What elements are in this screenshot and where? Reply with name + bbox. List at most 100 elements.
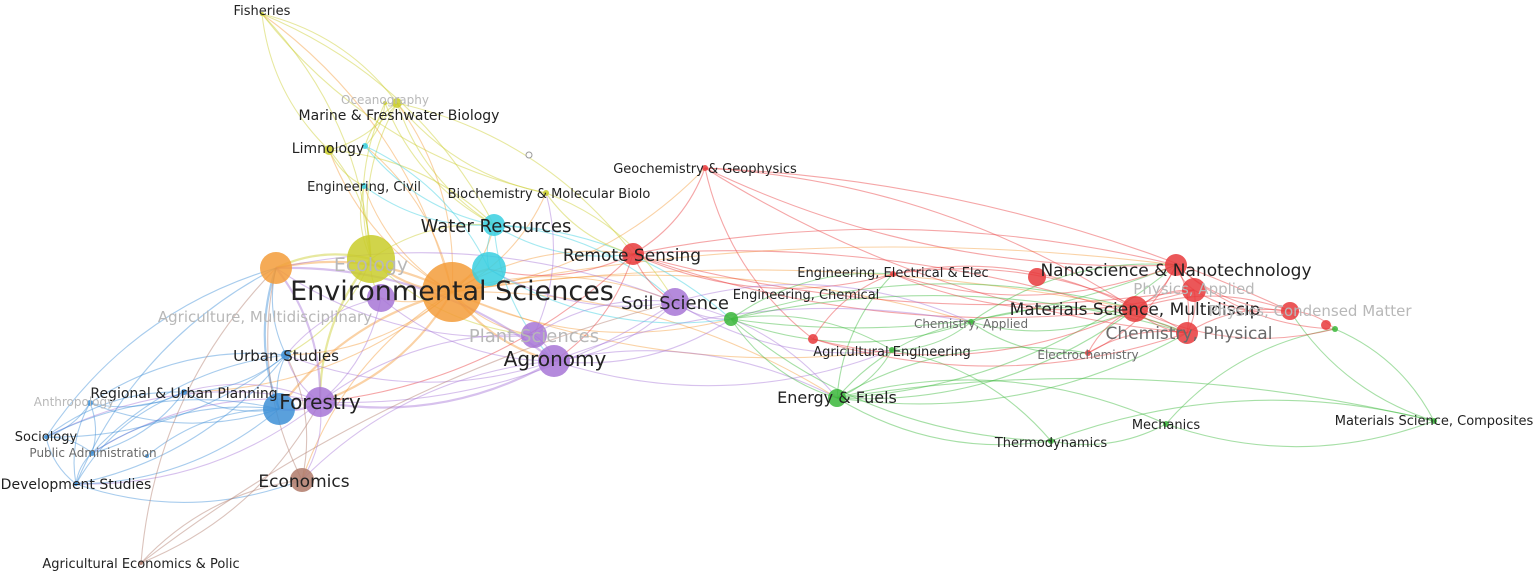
node-public-administration[interactable]	[89, 450, 95, 456]
edge-environmental-sciences-economics	[301, 291, 453, 481]
edge-meteorology-geosciences	[364, 145, 490, 270]
edge-thermodynamics-materials-science-composites	[1050, 399, 1435, 442]
edge-mechanics-materials-science-composites	[1165, 420, 1435, 448]
label-agronomy: Agronomy	[504, 347, 607, 371]
edge-remote-sensing-engineering-electrical	[632, 253, 894, 289]
node-engineering-chemical[interactable]	[724, 312, 738, 326]
node-environmental-sciences[interactable]	[422, 262, 482, 322]
edge-water-resources-meteorology	[364, 145, 495, 226]
edge-oceanography-water-resources	[384, 102, 495, 226]
edge-anthropology-development-studies	[73, 402, 91, 485]
node-materials-science-composites[interactable]	[1431, 418, 1437, 424]
node-engineering-civil[interactable]	[361, 183, 367, 189]
node-biodiversity[interactable]	[367, 284, 395, 312]
node-sociology[interactable]	[44, 435, 48, 439]
node-engineering-electrical[interactable]	[890, 271, 896, 277]
node-agricultural-engineering[interactable]	[889, 347, 895, 353]
label-geochemistry-geophysics: Geochemistry & Geophysics	[613, 162, 797, 177]
node-marine-freshwater-biology[interactable]	[392, 98, 402, 108]
node-agronomy[interactable]	[538, 345, 570, 377]
node-oceanography[interactable]	[383, 101, 387, 105]
edge-economics-agricultural-economics-policy	[140, 479, 303, 564]
node-geography[interactable]	[263, 393, 295, 425]
node-remote-sensing[interactable]	[622, 243, 644, 265]
label-development-studies: Development Studies	[1, 477, 152, 493]
node-water-resources[interactable]	[483, 214, 505, 236]
node-economics[interactable]	[290, 468, 314, 492]
node-geosciences[interactable]	[472, 252, 506, 286]
node-biochemistry-molecular-biology[interactable]	[543, 190, 549, 196]
edge-water-resources-engineering-civil	[363, 185, 495, 226]
edge-soil-science-agricultural-engineering	[674, 301, 893, 354]
label-economics: Economics	[258, 472, 349, 492]
node-chemistry-physical[interactable]	[1176, 322, 1198, 344]
label-mechanics: Mechanics	[1132, 418, 1201, 433]
edge-geochemistry-geophysics-materials-science-multidisciplinary	[704, 167, 1136, 310]
node-urban-studies[interactable]	[281, 350, 291, 360]
edge-agronomy-agricultural-engineering	[553, 349, 893, 387]
node-agricultural-economics-policy[interactable]	[139, 561, 143, 565]
node-fisheries[interactable]	[260, 12, 264, 16]
edge-environmental-sciences-geochemistry-geophysics	[451, 167, 706, 293]
edge-remote-sensing-physics-applied	[632, 253, 1195, 306]
node-soil-science[interactable]	[661, 288, 689, 316]
edge-urban-studies-development-studies	[75, 354, 287, 485]
label-engineering-civil: Engineering, Civil	[307, 180, 421, 195]
node-thermodynamics[interactable]	[1048, 438, 1054, 444]
label-chemistry-applied: Chemistry, Applied	[914, 317, 1028, 331]
node-ecology[interactable]	[347, 235, 395, 283]
edge-geography-public-administration	[91, 406, 280, 454]
edge-remote-sensing-geosciences	[488, 253, 634, 277]
label-physics-applied: Physics, Applied	[1133, 280, 1254, 298]
edge-energy-fuels-thermodynamics	[836, 397, 1052, 446]
edge-forestry-agriculture-multidisciplinary	[275, 267, 322, 403]
edge-agronomy-chemistry-applied	[553, 307, 972, 362]
node-electrochemistry[interactable]	[1085, 350, 1091, 356]
node-red-small-a[interactable]	[808, 334, 818, 344]
edge-limnology-water-resources	[328, 149, 495, 226]
edge-chemistry-applied-electrochemistry	[970, 321, 1089, 355]
node-green-small-a[interactable]	[145, 454, 149, 458]
edge-fisheries-biochemistry-molecular-biology	[261, 13, 547, 194]
node-materials-science-multidisciplinary[interactable]	[1122, 296, 1148, 322]
edge-red-small-a-chemistry-physical	[812, 332, 1188, 367]
node-agriculture-multidisciplinary[interactable]	[260, 252, 292, 284]
node-physics-condensed-matter[interactable]	[1281, 302, 1299, 320]
edge-biochemistry-molecular-biology-remote-sensing	[545, 192, 634, 255]
node-anthropology[interactable]	[87, 400, 93, 406]
nodes-layer	[44, 12, 1437, 565]
edge-soil-science-forestry	[319, 301, 676, 404]
node-mechanics[interactable]	[1163, 421, 1169, 427]
label-ecology: Ecology	[334, 254, 408, 276]
node-forestry[interactable]	[305, 387, 335, 417]
node-energy-fuels[interactable]	[828, 389, 846, 407]
node-geochemistry-geophysics[interactable]	[702, 165, 708, 171]
node-isolated[interactable]	[525, 151, 533, 159]
edge-mechanics-green-small-b	[1165, 328, 1336, 425]
node-red-extra-0[interactable]	[1028, 268, 1046, 286]
node-regional-urban-planning[interactable]	[181, 389, 187, 395]
node-development-studies[interactable]	[74, 482, 78, 486]
edge-engineering-chemical-chemistry-applied	[730, 318, 972, 343]
edge-regional-urban-planning-public-administration	[91, 391, 185, 454]
edge-energy-fuels-chemistry-physical	[836, 332, 1188, 405]
node-meteorology[interactable]	[362, 143, 368, 149]
node-nanoscience-nanotechnology[interactable]	[1165, 254, 1187, 276]
edge-remote-sensing-materials-science-multidisciplinary	[632, 253, 1136, 319]
node-chemistry-applied[interactable]	[968, 319, 974, 325]
node-physics-applied[interactable]	[1182, 278, 1206, 302]
edge-public-administration-development-studies	[75, 452, 93, 485]
edge-urban-studies-anthropology	[89, 352, 287, 404]
edge-engineering-chemical-nanoscience-nanotechnology	[730, 264, 1177, 329]
edge-engineering-electrical-materials-science-multidisciplinary	[892, 265, 1136, 310]
node-plant-sciences[interactable]	[521, 322, 547, 348]
edge-agronomy-urban-studies	[285, 354, 555, 383]
node-green-small-b[interactable]	[1332, 326, 1338, 332]
edge-geography-development-studies	[75, 408, 280, 485]
edge-environmental-sciences-engineering-chemical	[451, 291, 732, 333]
node-red-extra-1[interactable]	[1321, 320, 1331, 330]
edge-engineering-chemical-engineering-electrical	[730, 272, 894, 320]
edge-water-resources-soil-science	[493, 224, 676, 303]
node-limnology[interactable]	[324, 145, 334, 155]
label-chemistry-physical: Chemistry, Physical	[1106, 324, 1273, 344]
